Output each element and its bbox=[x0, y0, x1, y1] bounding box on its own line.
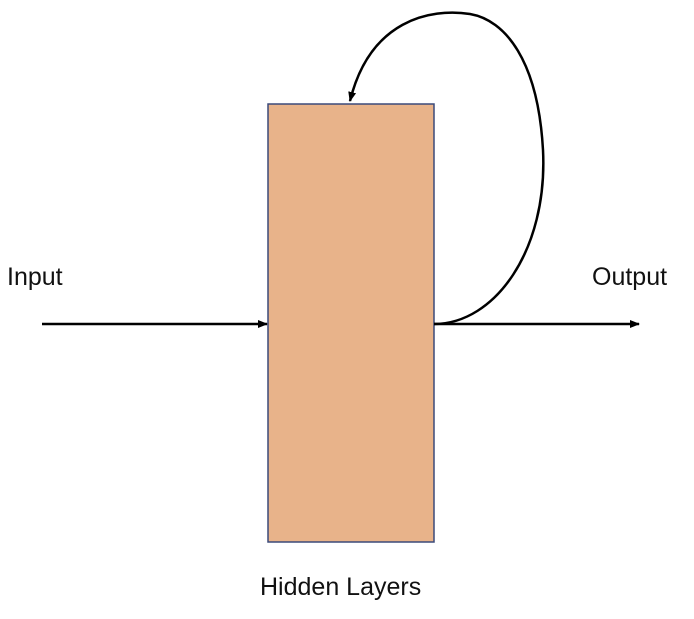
recurrent-loop-arrow bbox=[348, 11, 545, 326]
hidden-layers-block bbox=[267, 103, 435, 543]
input-label: Input bbox=[7, 263, 63, 291]
output-label: Output bbox=[592, 263, 668, 291]
hidden-layers-label: Hidden Layers bbox=[260, 573, 422, 601]
